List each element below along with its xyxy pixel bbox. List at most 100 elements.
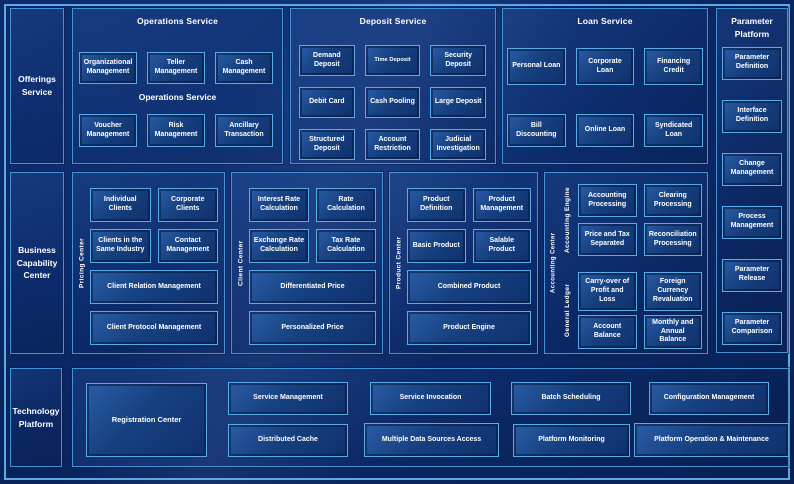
box-account-restriction: Account Restriction [364, 129, 421, 160]
box-demand-deposit: Demand Deposit [299, 45, 355, 76]
box-monthly-annual-balance: Monthly and Annual Balance [643, 315, 702, 349]
panel-offerings-service: Offerings Service [10, 8, 64, 164]
panel-deposit-service: Deposit Service Demand Deposit Time Depo… [290, 8, 496, 164]
box-corporate-clients: Corporate Clients [157, 188, 218, 222]
box-combined-product: Combined Product [407, 270, 531, 304]
box-account-balance: Account Balance [578, 315, 637, 349]
box-parameter-comparison: Parameter Comparison [722, 311, 782, 345]
box-client-protocol-management: Client Protocol Management [90, 311, 218, 345]
box-distributed-cache: Distributed Cache [228, 424, 348, 457]
deposit-service-title: Deposit Service [359, 16, 427, 26]
box-risk-management: Risk Management [147, 114, 205, 147]
panel-product-center: Product Center Product Definition Produc… [389, 172, 538, 354]
box-cash-pooling: Cash Pooling [364, 87, 421, 118]
parameter-stack: Parameter Definition Interface Definitio… [722, 46, 782, 345]
box-debit-card: Debit Card [299, 87, 355, 118]
general-ledger-grid: Carry-over of Profit and Loss Foreign Cu… [578, 272, 702, 349]
product-center-vertical-label: Product Center [395, 236, 403, 290]
loan-grid: Personal Loan Corporate Loan Financing C… [507, 48, 703, 147]
operations-row-1: Organizational Management Teller Managem… [79, 52, 273, 84]
product-center-content: Product Definition Product Management Ba… [407, 188, 531, 345]
business-capability-center-label: Business Capability Center [16, 244, 58, 281]
box-price-and-tax-separated: Price and Tax Separated [578, 223, 637, 256]
technology-platform-label: Technology Platform [12, 405, 60, 429]
box-online-loan: Online Loan [575, 114, 635, 147]
box-rate-calculation: Rate Calculation [316, 188, 376, 222]
box-corporate-loan: Corporate Loan [575, 48, 635, 85]
box-personalized-price: Personalized Price [249, 311, 376, 345]
box-contact-management: Contact Management [157, 229, 218, 263]
box-basic-product: Basic Product [407, 229, 466, 263]
box-interface-definition: Interface Definition [722, 99, 782, 133]
box-platform-monitoring: Platform Monitoring [513, 424, 630, 457]
box-voucher-management: Voucher Management [79, 114, 137, 147]
box-platform-operation-maintenance: Platform Operation & Maintenance [634, 423, 789, 457]
pricing-center-vertical-label: Pricing Center [78, 237, 86, 289]
box-bill-discounting: Bill Discounting [507, 114, 566, 147]
box-accounting-processing: Accounting Processing [578, 184, 637, 217]
box-judicial-investigation: Judicial Investigation [430, 129, 486, 160]
box-registration-center: Registration Center [86, 383, 207, 457]
box-structured-deposit: Structured Deposit [299, 129, 355, 160]
panel-operations-service: Operations Service Organizational Manage… [72, 8, 283, 164]
panel-technology-platform: Technology Platform [10, 368, 62, 467]
box-service-invocation: Service Invocation [370, 382, 491, 415]
box-parameter-definition: Parameter Definition [722, 46, 782, 80]
box-carry-over-profit-loss: Carry-over of Profit and Loss [578, 272, 637, 311]
box-financing-credit: Financing Credit [644, 48, 703, 85]
box-salable-product: Salable Product [472, 229, 531, 263]
box-individual-clients: Individual Clients [90, 188, 151, 222]
box-ancillary-transaction: Ancillary Transaction [215, 114, 273, 147]
loan-service-title: Loan Service [577, 16, 633, 26]
panel-pricing-center: Pricing Center Individual Clients Corpor… [72, 172, 225, 354]
box-configuration-management: Configuration Management [649, 382, 769, 415]
box-multiple-data-sources-access: Multiple Data Sources Access [364, 423, 499, 457]
box-product-definition: Product Definition [407, 188, 466, 222]
pricing-center-content: Individual Clients Corporate Clients Cli… [90, 188, 218, 345]
box-clearing-processing: Clearing Processing [643, 184, 702, 217]
box-foreign-currency-revaluation: Foreign Currency Revaluation [643, 272, 702, 311]
box-client-relation-management: Client Relation Management [90, 270, 218, 304]
box-tax-rate-calculation: Tax Rate Calculation [316, 229, 376, 263]
panel-business-capability-center: Business Capability Center [10, 172, 64, 354]
operations-service-title: Operations Service [136, 16, 219, 26]
box-parameter-release: Parameter Release [722, 258, 782, 292]
operations-service-subtitle: Operations Service [138, 92, 217, 102]
box-clients-same-industry: Clients in the Same Industry [90, 229, 151, 263]
box-teller-management: Teller Management [147, 52, 205, 84]
panel-technology-platform-content: Registration Center Service Management D… [72, 368, 790, 467]
general-ledger-vertical-label: General Ledger [564, 283, 571, 338]
client-center-vertical-label: Client Center [237, 240, 245, 286]
box-security-deposit: Security Deposit [430, 45, 486, 76]
box-differentiated-price: Differentiated Price [249, 270, 376, 304]
box-cash-management: Cash Management [215, 52, 273, 84]
box-product-engine: Product Engine [407, 311, 531, 345]
box-personal-loan: Personal Loan [507, 48, 566, 85]
panel-loan-service: Loan Service Personal Loan Corporate Loa… [502, 8, 708, 164]
box-organizational-management: Organizational Management [79, 52, 137, 84]
general-ledger-group: General Ledger Carry-over of Profit and … [561, 272, 702, 349]
panel-parameter-platform: Parameter Platform Parameter Definition … [716, 8, 788, 353]
box-syndicated-loan: Syndicated Loan [644, 114, 703, 147]
accounting-center-vertical-label: Accounting Center [550, 232, 557, 294]
accounting-engine-grid: Accounting Processing Clearing Processin… [578, 184, 702, 256]
box-product-management: Product Management [472, 188, 531, 222]
offerings-service-label: Offerings Service [18, 74, 56, 97]
accounting-engine-group: Accounting Engine Accounting Processing … [561, 184, 702, 256]
box-large-deposit: Large Deposit [430, 87, 486, 118]
client-center-content: Interest Rate Calculation Rate Calculati… [249, 188, 376, 345]
box-exchange-rate-calculation: Exchange Rate Calculation [249, 229, 309, 263]
operations-row-2: Voucher Management Risk Management Ancil… [79, 114, 273, 147]
panel-accounting-center: Accounting Center Accounting Engine Acco… [544, 172, 708, 354]
box-service-management: Service Management [228, 382, 348, 415]
accounting-engine-vertical-label: Accounting Engine [564, 186, 571, 254]
box-reconciliation-processing: Reconciliation Processing [643, 223, 702, 256]
deposit-grid: Demand Deposit Time Deposit Security Dep… [299, 45, 486, 160]
box-change-management: Change Management [722, 152, 782, 186]
box-batch-scheduling: Batch Scheduling [511, 382, 631, 415]
box-process-management: Process Management [722, 205, 782, 239]
box-interest-rate-calculation: Interest Rate Calculation [249, 188, 309, 222]
box-time-deposit: Time Deposit [364, 45, 421, 76]
parameter-platform-title: Parameter Platform [731, 16, 773, 39]
